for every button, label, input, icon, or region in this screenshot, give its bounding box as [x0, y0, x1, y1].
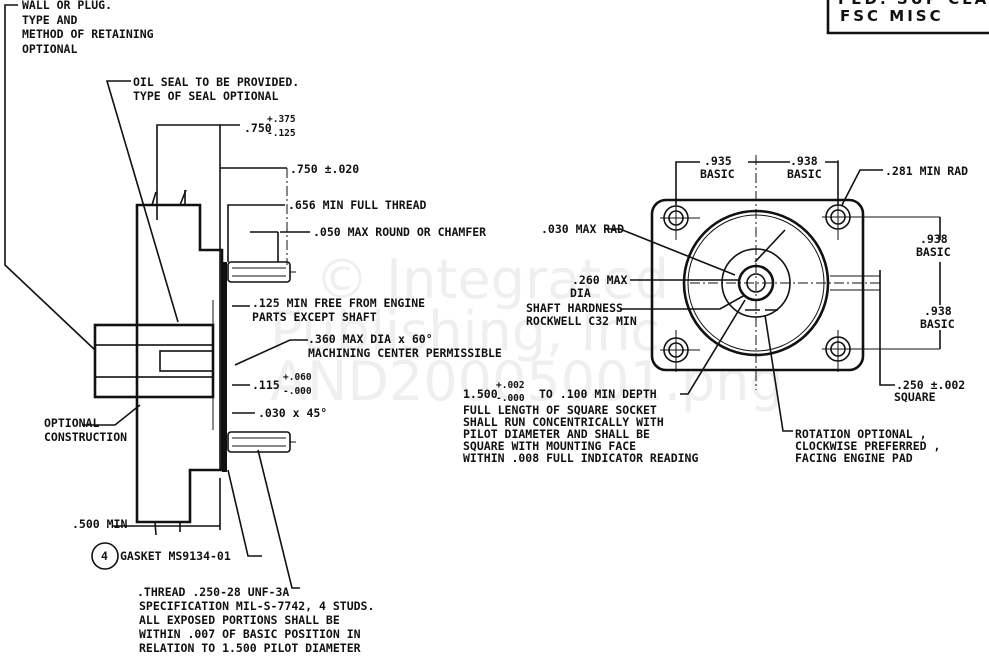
annotation-label: .938 [790, 154, 818, 168]
annotation-label: CONSTRUCTION [44, 430, 127, 444]
section-view-labels: WALL OR PLUG. TYPE AND METHOD OF RETAINI… [22, 0, 502, 655]
annotation-label: ROCKWELL C32 MIN [526, 314, 637, 328]
stud-lower [227, 431, 296, 453]
annotation-label: WALL OR PLUG. [22, 0, 112, 12]
annotation-label: BASIC [700, 167, 735, 181]
section-view [4, 4, 310, 589]
annotation-label: FED. SUP CLASS [838, 0, 989, 8]
mounting-pad-square [650, 198, 865, 372]
annotation-label: OIL SEAL TO BE PROVIDED. [133, 75, 299, 89]
annotation-label: FACING ENGINE PAD [795, 451, 913, 465]
annotation-label: OPTIONAL [22, 42, 77, 56]
annotation-label: WITHIN .008 FULL INDICATOR READING [463, 451, 698, 465]
annotation-label: .281 MIN RAD [885, 164, 968, 178]
annotation-label: +.375 [267, 114, 296, 125]
annotation-label: MACHINING CENTER PERMISSIBLE [308, 346, 502, 360]
item-balloon [91, 542, 119, 570]
annotation-label: © Integrated [315, 248, 669, 311]
annotation-label: .500 MIN [72, 517, 127, 531]
annotation-label: BASIC [916, 245, 951, 259]
annotation-label: SPECIFICATION MIL-S-7742, 4 STUDS. [139, 599, 374, 613]
annotation-label: TYPE OF SEAL OPTIONAL [133, 89, 278, 103]
watermark: © Integrated Publishing, Inc. AND2000500… [270, 248, 784, 413]
annotation-label: +.060 [283, 372, 312, 383]
annotation-label: PILOT DIAMETER AND SHALL BE [463, 427, 650, 441]
annotation-label: BASIC [787, 167, 822, 181]
annotation-label: .030 MAX RAD [541, 222, 624, 236]
annotation-label: .260 MAX [572, 273, 627, 287]
annotation-label: .030 x 45° [258, 406, 327, 420]
gasket [222, 262, 227, 472]
annotation-label: METHOD OF RETAINING [22, 27, 154, 41]
annotation-label: SHAFT HARDNESS [526, 301, 623, 315]
annotation-label: .938 [924, 304, 952, 318]
annotation-label: Publishing, Inc. [270, 300, 677, 363]
annotation-label: .938 [920, 232, 948, 246]
annotation-label: ROTATION OPTIONAL , [795, 427, 927, 441]
annotation-label: 4 [101, 549, 108, 563]
annotation-label: +.002 [496, 380, 525, 391]
annotation-label: .115 [252, 378, 280, 392]
annotation-label: 1.500 [463, 387, 498, 401]
annotation-label: .250 ±.002 [896, 378, 965, 392]
annotation-label: FULL LENGTH OF SQUARE SOCKET [463, 403, 657, 417]
annotation-label: ALL EXPOSED PORTIONS SHALL BE [139, 613, 340, 627]
annotation-label: BASIC [920, 317, 955, 331]
annotation-label: .935 [704, 154, 732, 168]
annotation-label: .750 ±.020 [290, 162, 359, 176]
annotation-label: .360 MAX DIA x 60° [308, 332, 433, 346]
annotation-label: SHALL RUN CONCENTRICALLY WITH [463, 415, 664, 429]
annotation-label: PARTS EXCEPT SHAFT [252, 310, 377, 324]
end-view-labels: .935 BASIC .938 BASIC .281 MIN RAD .030 … [463, 154, 968, 465]
end-view [605, 155, 941, 432]
annotation-label: DIA [570, 286, 591, 300]
annotation-label: OPTIONAL [44, 416, 99, 430]
annotation-label: -.125 [267, 128, 296, 139]
title-block: FED. SUP CLASS FSC MISC [826, 0, 989, 35]
annotation-label: WITHIN .007 OF BASIC POSITION IN [139, 627, 361, 641]
flange-body [135, 203, 224, 524]
stud-upper [227, 261, 296, 283]
annotation-label: CLOCKWISE PREFERRED , [795, 439, 940, 453]
annotation-label: AND20005001.png [270, 350, 784, 413]
annotation-label: SQUARE [894, 390, 936, 404]
annotation-label: TO .100 MIN DEPTH [539, 387, 657, 401]
shaft-housing [93, 323, 215, 399]
annotation-label: .750 [244, 121, 272, 135]
annotation-label: RELATION TO 1.500 PILOT DIAMETER [139, 641, 361, 655]
annotation-label: TYPE AND [22, 13, 77, 27]
annotation-label: FSC MISC [840, 7, 944, 25]
annotation-label: .125 MIN FREE FROM ENGINE [252, 296, 425, 310]
annotation-label: .THREAD .250-28 UNF-3A [137, 585, 289, 599]
annotation-label: SQUARE WITH MOUNTING FACE [463, 439, 636, 453]
annotation-label: .656 MIN FULL THREAD [288, 198, 427, 212]
annotation-label: .050 MAX ROUND OR CHAMFER [313, 225, 486, 239]
annotation-label: -.000 [283, 386, 312, 397]
annotation-label: GASKET MS9134-01 [120, 549, 231, 563]
annotation-label: -.000 [496, 393, 525, 404]
shaft [94, 344, 214, 378]
